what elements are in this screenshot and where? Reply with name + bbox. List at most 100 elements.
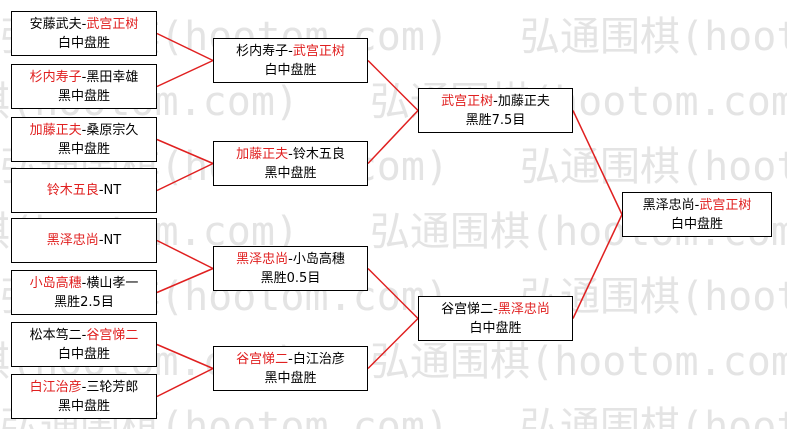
player-separator: - [81, 327, 87, 343]
match-box-r2-1: 杉内寿子-武宫正树白中盘胜 [213, 38, 368, 83]
match-result: 黑胜0.5目 [260, 270, 321, 286]
connector-line [156, 267, 214, 294]
player-name: 武宫正树 [86, 16, 139, 32]
connector-line [367, 109, 419, 165]
match-box-r1-5: 黑泽忠尚-NT [11, 218, 157, 263]
player-separator: - [493, 93, 498, 109]
match-players: 加藤正夫-铃木五良 [214, 145, 367, 164]
connector-line [367, 267, 419, 320]
match-players: 黑泽忠尚-武宫正树 [623, 196, 771, 215]
player-separator: - [98, 233, 104, 248]
match-box-r3-1: 武宫正树-加藤正夫黑胜7.5目 [418, 88, 573, 133]
match-result: 白中盘胜 [57, 35, 110, 51]
match-result: 白中盘胜 [264, 62, 317, 78]
match-result: 黑胜7.5目 [465, 112, 526, 128]
player-separator: - [288, 146, 293, 162]
match-result: 黑胜2.5目 [54, 294, 114, 310]
match-box-r1-6: 小岛高穗-横山孝一黑胜2.5目 [11, 270, 157, 315]
connector-line [156, 32, 214, 62]
match-box-r1-8: 白江治彦-三轮芳郎黑中盘胜 [11, 374, 157, 419]
match-players: 松本笃二-谷宫悌二 [12, 326, 156, 345]
player-name: 松本笃二 [29, 327, 82, 343]
connector-line [572, 110, 623, 215]
match-players: 武宫正树-加藤正夫 [419, 92, 572, 111]
match-result: 白中盘胜 [57, 346, 110, 362]
match-players: 谷宫悌二-白江治彦 [214, 350, 367, 369]
player-name: 黑泽忠尚 [46, 233, 99, 248]
player-separator: - [81, 379, 87, 395]
connector-line [367, 59, 419, 112]
player-name: 桑原宗久 [86, 122, 139, 138]
match-box-r1-4: 铃木五良-NT [11, 168, 157, 213]
match-result: 黑中盘胜 [57, 88, 110, 104]
player-name: 黑泽忠尚 [642, 197, 695, 213]
player-separator: - [288, 251, 293, 267]
player-name: 横山孝一 [86, 275, 139, 291]
player-name: 白江治彦 [292, 351, 345, 367]
player-name: 武宫正树 [699, 197, 752, 213]
player-name: 白江治彦 [29, 379, 82, 395]
match-players: 杉内寿子-武宫正树 [214, 42, 367, 61]
player-name: NT [103, 183, 122, 198]
match-box-r2-3: 黑泽忠尚-小岛高穗黑胜0.5目 [213, 246, 368, 291]
player-name: 加藤正夫 [236, 146, 289, 162]
player-name: 杉内寿子 [236, 43, 289, 59]
match-box-r4-1: 黑泽忠尚-武宫正树白中盘胜 [622, 192, 772, 237]
player-name: 武宫正树 [441, 93, 494, 109]
match-box-r3-2: 谷宫悌二-黑泽忠尚白中盘胜 [418, 296, 573, 341]
player-name: 谷宫悌二 [236, 351, 289, 367]
player-name: 谷宫悌二 [86, 327, 139, 343]
match-players: 黑泽忠尚-NT [12, 231, 156, 250]
player-name: 铃木五良 [46, 183, 99, 198]
player-name: 小岛高穗 [292, 251, 345, 267]
match-result: 白中盘胜 [469, 320, 522, 336]
player-name: 黑泽忠尚 [236, 251, 289, 267]
player-name: 武宫正树 [292, 43, 345, 59]
player-name: 加藤正夫 [497, 93, 550, 109]
match-players: 铃木五良-NT [12, 181, 156, 200]
player-separator: - [81, 275, 87, 291]
player-name: NT [103, 233, 122, 248]
player-name: 三轮芳郎 [86, 379, 139, 395]
player-name: 黑泽忠尚 [497, 301, 550, 317]
match-box-r2-2: 加藤正夫-铃木五良黑中盘胜 [213, 141, 368, 186]
connector-line [156, 59, 214, 88]
player-separator: - [81, 16, 87, 32]
match-players: 杉内寿子-黑田幸雄 [12, 68, 156, 87]
player-separator: - [288, 43, 293, 59]
player-name: 小岛高穗 [29, 275, 82, 291]
match-result: 黑中盘胜 [264, 370, 317, 386]
player-name: 杉内寿子 [29, 69, 82, 85]
match-players: 小岛高穗-横山孝一 [12, 274, 156, 293]
match-result: 白中盘胜 [670, 216, 723, 232]
match-box-r1-1: 安藤武夫-武宫正树白中盘胜 [11, 11, 157, 56]
match-box-r2-4: 谷宫悌二-白江治彦黑中盘胜 [213, 346, 368, 391]
connector-line [156, 239, 214, 270]
player-separator: - [81, 69, 87, 85]
player-name: 安藤武夫 [29, 16, 82, 32]
connector-line [156, 138, 214, 165]
match-players: 黑泽忠尚-小岛高穗 [214, 250, 367, 269]
match-box-r1-7: 松本笃二-谷宫悌二白中盘胜 [11, 322, 157, 367]
connector-line [156, 343, 214, 370]
connector-line [156, 162, 214, 192]
match-players: 安藤武夫-武宫正树 [12, 15, 156, 34]
player-separator: - [493, 301, 498, 317]
match-result: 黑中盘胜 [264, 165, 317, 181]
player-separator: - [288, 351, 293, 367]
player-name: 谷宫悌二 [441, 301, 494, 317]
match-box-r1-3: 加藤正夫-桑原宗久黑中盘胜 [11, 117, 157, 162]
player-name: 铃木五良 [292, 146, 345, 162]
player-name: 黑田幸雄 [86, 69, 139, 85]
match-box-r1-2: 杉内寿子-黑田幸雄黑中盘胜 [11, 64, 157, 109]
match-players: 谷宫悌二-黑泽忠尚 [419, 300, 572, 319]
player-separator: - [694, 197, 700, 213]
match-result: 黑中盘胜 [57, 141, 110, 157]
connector-line [367, 317, 419, 370]
match-result: 黑中盘胜 [57, 398, 110, 414]
connector-line [572, 214, 623, 319]
player-name: 加藤正夫 [29, 122, 82, 138]
player-separator: - [98, 183, 104, 198]
player-separator: - [81, 122, 87, 138]
